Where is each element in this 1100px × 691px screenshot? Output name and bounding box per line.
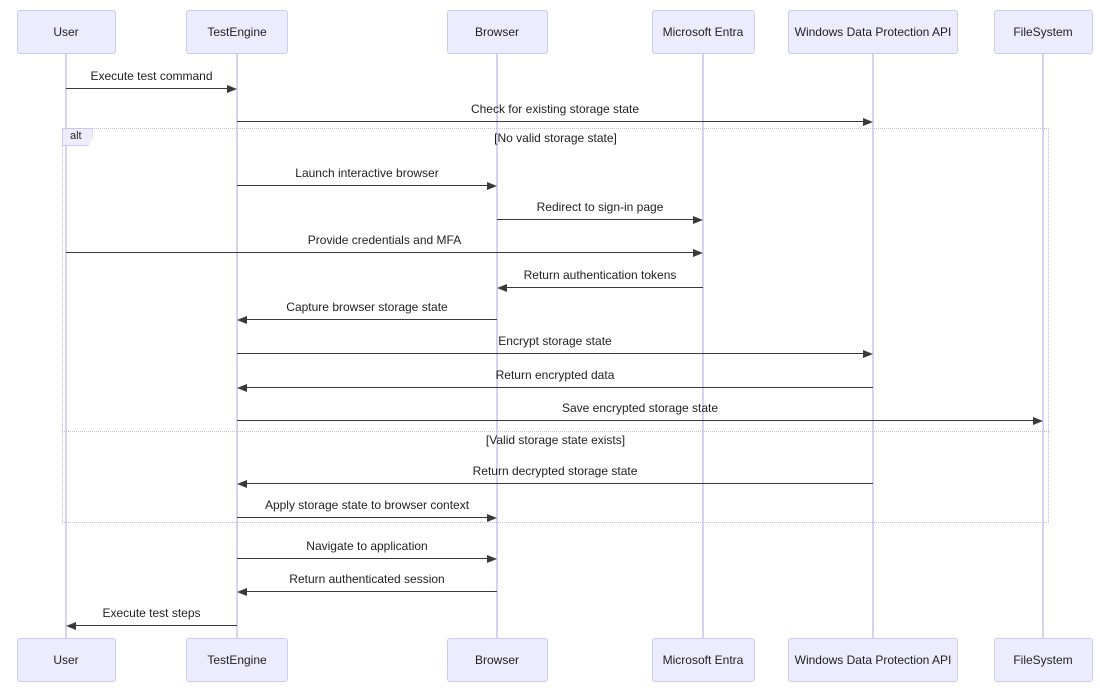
participant-browser-bottom: Browser [446, 638, 548, 682]
participant-label: User [53, 25, 79, 39]
participant-label: Windows Data Protection API [794, 25, 952, 39]
participant-wdpapi-bottom: Windows Data Protection API [788, 638, 958, 682]
participant-label: Browser [474, 653, 519, 667]
arrowhead-icon [227, 85, 237, 93]
participant-filesystem-top: FileSystem [993, 10, 1093, 54]
arrowhead-icon [237, 316, 247, 324]
participant-testengine-bottom: TestEngine [186, 638, 288, 682]
participant-entra-top: Microsoft Entra [651, 10, 755, 54]
arrowhead-icon [863, 350, 873, 358]
participant-entra-bottom: Microsoft Entra [651, 638, 755, 682]
participant-user-bottom: User [16, 638, 116, 682]
alt-frame [62, 128, 1049, 523]
message-label-14: Return authenticated session [289, 572, 445, 586]
lifeline-user [65, 54, 67, 638]
message-line-10 [237, 420, 1035, 421]
message-line-11 [245, 483, 873, 484]
arrowhead-icon [693, 249, 703, 257]
arrowhead-icon [1033, 417, 1043, 425]
participant-label: TestEngine [207, 25, 267, 39]
message-line-12 [237, 517, 489, 518]
message-label-3: Launch interactive browser [295, 166, 439, 180]
arrowhead-icon [693, 216, 703, 224]
message-label-2: Check for existing storage state [470, 102, 640, 116]
message-label-11: Return decrypted storage state [472, 464, 638, 478]
participant-label: Windows Data Protection API [794, 653, 952, 667]
message-label-1: Execute test command [90, 69, 213, 83]
message-line-7 [245, 319, 497, 320]
message-line-9 [245, 387, 873, 388]
arrowhead-icon [66, 622, 76, 630]
alt-else-divider [62, 431, 1049, 432]
message-line-3 [237, 185, 489, 186]
message-label-7: Capture browser storage state [286, 300, 448, 314]
message-line-5 [66, 252, 695, 253]
message-line-8 [237, 353, 865, 354]
arrowhead-icon [237, 480, 247, 488]
participant-wdpapi-top: Windows Data Protection API [788, 10, 958, 54]
participant-label: FileSystem [1013, 25, 1073, 39]
lifeline-entra [702, 54, 704, 638]
participant-label: User [53, 653, 79, 667]
participant-testengine-top: TestEngine [186, 10, 288, 54]
message-line-4 [497, 219, 695, 220]
arrowhead-icon [487, 514, 497, 522]
message-label-13: Navigate to application [306, 539, 428, 553]
message-line-2 [237, 121, 865, 122]
participant-label: Microsoft Entra [662, 25, 744, 39]
arrowhead-icon [237, 384, 247, 392]
message-line-1 [66, 88, 229, 89]
arrowhead-icon [863, 118, 873, 126]
message-label-5: Provide credentials and MFA [307, 233, 462, 247]
alt-label: alt [62, 128, 93, 146]
lifeline-filesystem [1042, 54, 1044, 638]
arrowhead-icon [497, 284, 507, 292]
message-label-8: Encrypt storage state [498, 334, 612, 348]
participant-label: FileSystem [1013, 653, 1073, 667]
message-line-6 [505, 287, 703, 288]
lifeline-testengine [236, 54, 238, 638]
participant-label: TestEngine [207, 653, 267, 667]
message-label-6: Return authentication tokens [523, 268, 677, 282]
message-label-4: Redirect to sign-in page [536, 200, 664, 214]
message-line-15 [74, 625, 237, 626]
message-label-10: Save encrypted storage state [561, 401, 719, 415]
participant-filesystem-bottom: FileSystem [993, 638, 1093, 682]
arrowhead-icon [487, 555, 497, 563]
arrowhead-icon [237, 588, 247, 596]
arrowhead-icon [487, 182, 497, 190]
participant-label: Microsoft Entra [662, 653, 744, 667]
participant-browser-top: Browser [446, 10, 548, 54]
lifeline-browser [496, 54, 498, 638]
alt-condition-1: [No valid storage state] [494, 131, 617, 145]
lifeline-wdpapi [872, 54, 874, 638]
participant-label: Browser [474, 25, 519, 39]
message-label-12: Apply storage state to browser context [264, 498, 470, 512]
participant-user-top: User [16, 10, 116, 54]
message-line-13 [237, 558, 489, 559]
message-label-15: Execute test steps [102, 606, 201, 620]
message-line-14 [245, 591, 497, 592]
message-label-9: Return encrypted data [495, 368, 615, 382]
alt-condition-2: [Valid storage state exists] [485, 433, 626, 447]
